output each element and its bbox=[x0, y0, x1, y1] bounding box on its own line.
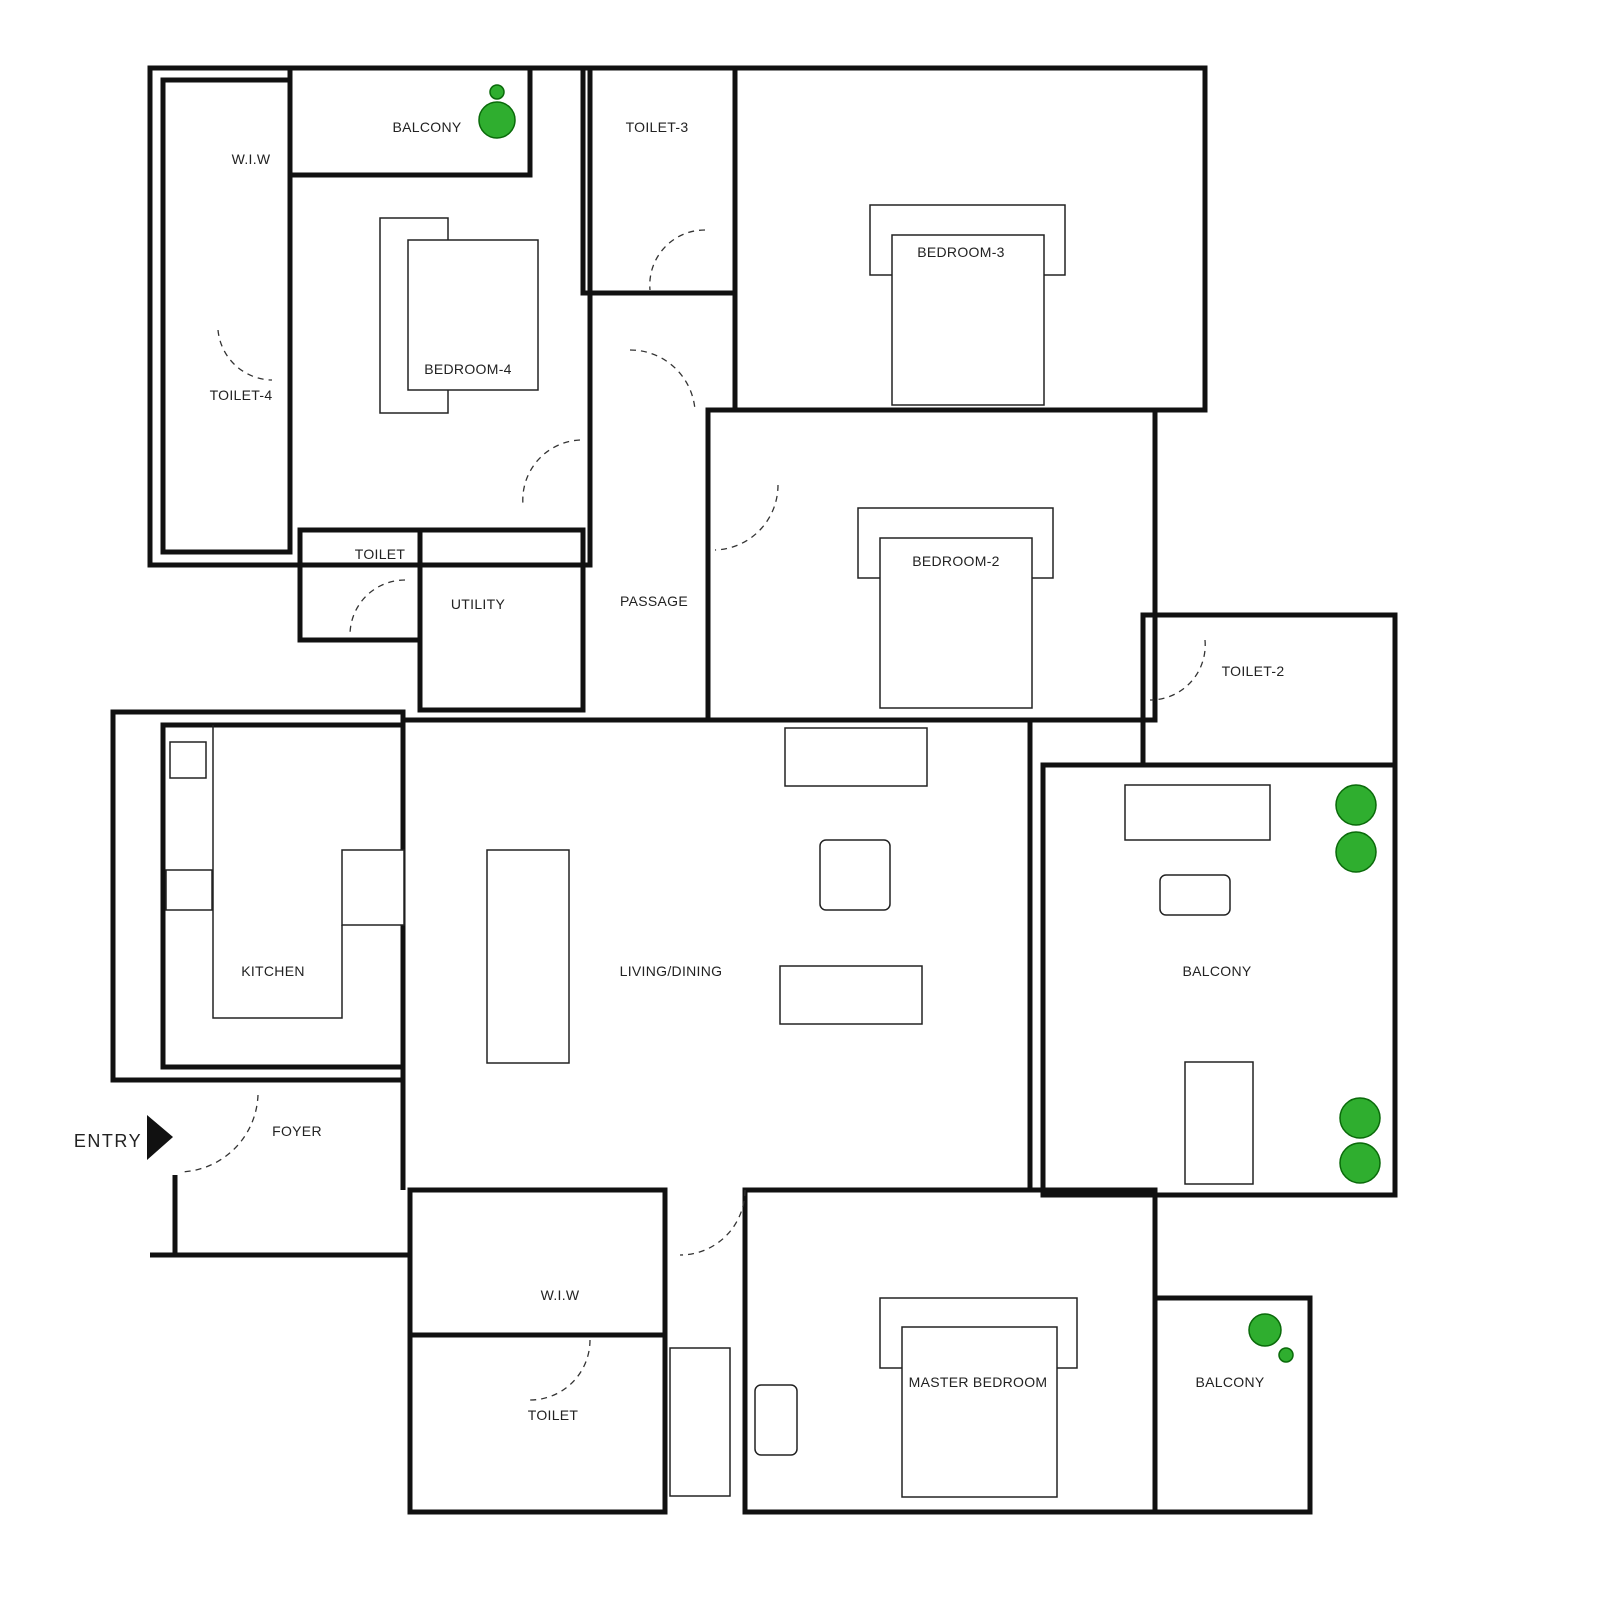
label-living-dining: LIVING/DINING bbox=[620, 963, 723, 979]
label-toilet-mid: TOILET bbox=[355, 546, 406, 562]
doors bbox=[179, 229, 1206, 1401]
label-balcony-bottom: BALCONY bbox=[1195, 1374, 1264, 1390]
plants bbox=[478, 84, 1381, 1363]
room-labels: BALCONY W.I.W TOILET-3 BEDROOM-3 BEDROOM… bbox=[74, 119, 1285, 1423]
label-bedroom-2: BEDROOM-2 bbox=[912, 553, 1000, 569]
label-toilet-4: TOILET-4 bbox=[210, 387, 273, 403]
furniture bbox=[165, 204, 1271, 1498]
label-bedroom-4: BEDROOM-4 bbox=[424, 361, 512, 377]
entry-arrow-icon bbox=[147, 1115, 173, 1160]
label-utility: UTILITY bbox=[451, 596, 506, 612]
label-balcony-top: BALCONY bbox=[392, 119, 461, 135]
label-foyer: FOYER bbox=[272, 1123, 322, 1139]
label-passage: PASSAGE bbox=[620, 593, 688, 609]
label-bedroom-3: BEDROOM-3 bbox=[917, 244, 1005, 260]
label-toilet-bottom: TOILET bbox=[528, 1407, 579, 1423]
label-wiw-bottom: W.I.W bbox=[541, 1287, 580, 1303]
label-master-bedroom: MASTER BEDROOM bbox=[909, 1374, 1048, 1390]
label-wiw-top: W.I.W bbox=[232, 151, 271, 167]
label-toilet-2: TOILET-2 bbox=[1222, 663, 1285, 679]
label-toilet-3: TOILET-3 bbox=[626, 119, 689, 135]
label-entry: ENTRY bbox=[74, 1131, 142, 1151]
label-kitchen: KITCHEN bbox=[241, 963, 305, 979]
label-balcony-right: BALCONY bbox=[1182, 963, 1251, 979]
